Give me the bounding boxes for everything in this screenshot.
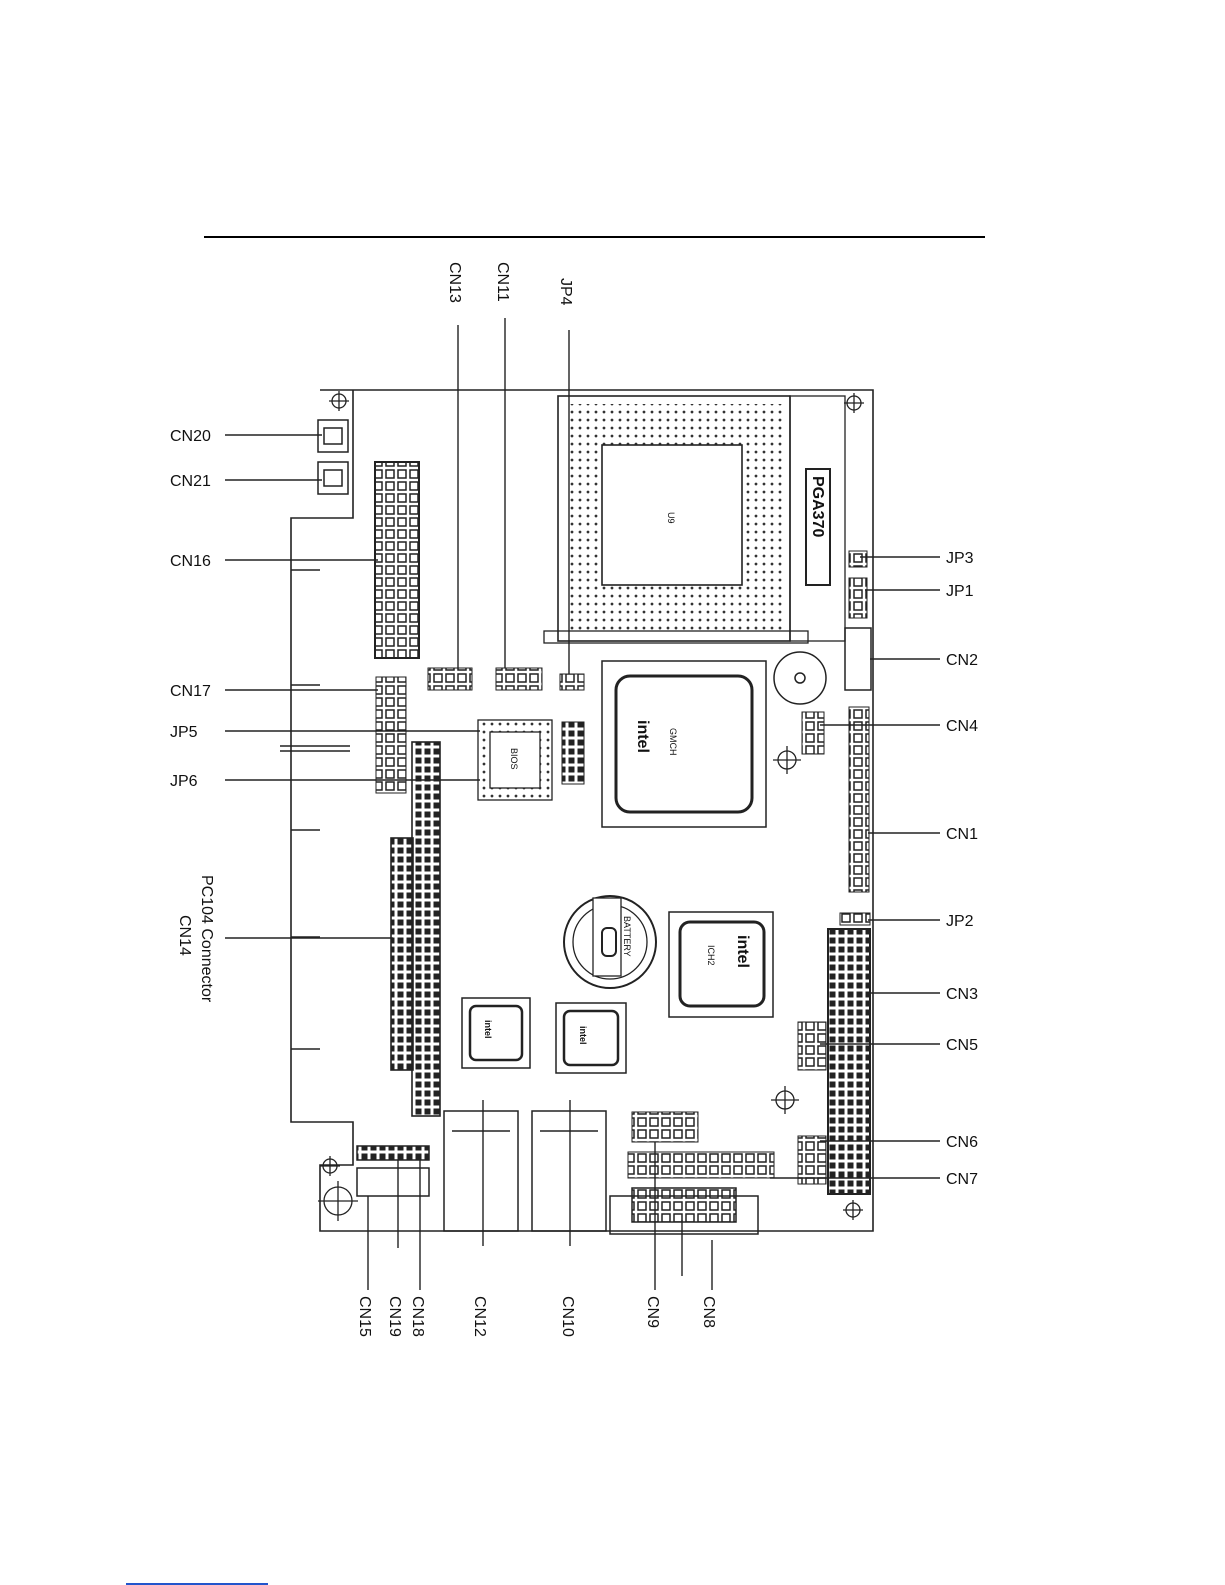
header-cn4 — [802, 712, 824, 754]
pc104-connector — [391, 838, 413, 1070]
label-cn21: CN21 — [170, 473, 211, 490]
intel-logo: intel — [578, 1026, 588, 1045]
header-jp4 — [560, 674, 584, 690]
label-cn17: CN17 — [170, 683, 211, 700]
label-cn5: CN5 — [946, 1037, 978, 1054]
battery-label: BATTERY — [622, 916, 632, 957]
atx-power-connector — [375, 462, 419, 658]
label-jp6: JP6 — [170, 773, 198, 790]
bios-label: BIOS — [509, 748, 519, 770]
label-jp2: JP2 — [946, 913, 974, 930]
label-cn15: CN15 — [356, 1296, 373, 1337]
cpu-core-label: U9 — [666, 512, 676, 524]
intel-logo: intel — [634, 720, 651, 753]
label-cn11: CN11 — [494, 262, 511, 302]
label-jp3: JP3 — [946, 550, 974, 567]
label-cn13: CN13 — [446, 262, 463, 303]
label-cn3: CN3 — [946, 986, 978, 1003]
gmch-label: GMCH — [668, 728, 678, 756]
header-cn6 — [798, 1136, 826, 1184]
header-cn1 — [849, 707, 869, 892]
header-cn7 — [628, 1152, 774, 1178]
label-jp4: JP4 — [557, 278, 574, 306]
label-cn7: CN7 — [946, 1171, 978, 1188]
label-cn16: CN16 — [170, 553, 211, 570]
label-jp5: JP5 — [170, 724, 198, 741]
label-cn6: CN6 — [946, 1134, 978, 1151]
label-cn2: CN2 — [946, 652, 978, 669]
vga-connector — [610, 1188, 758, 1234]
label-cn9: CN9 — [644, 1296, 661, 1328]
buzzer — [774, 652, 826, 704]
label-cn1: CN1 — [946, 826, 978, 843]
lan-chip: intel — [556, 1003, 626, 1073]
gmch-chip: intel GMCH — [602, 661, 766, 827]
rj45-port — [444, 1111, 606, 1231]
cpu-socket-label: PGA370 — [809, 476, 826, 537]
label-cn8: CN8 — [700, 1296, 717, 1328]
label-cn20: CN20 — [170, 428, 211, 445]
header-jp2 — [840, 913, 870, 925]
label-cn19: CN19 — [386, 1296, 403, 1337]
intel-logo: intel — [483, 1020, 493, 1039]
ich2-label: ICH2 — [706, 945, 716, 966]
header-cn13 — [428, 668, 472, 690]
intel-logo: intel — [734, 935, 751, 968]
header-cn5 — [798, 1022, 826, 1070]
battery: BATTERY — [564, 896, 656, 988]
label-cn12: CN12 — [471, 1296, 488, 1337]
label-cn18: CN18 — [409, 1296, 426, 1337]
header-jp3 — [849, 551, 867, 567]
header-cn17 — [376, 677, 406, 793]
header-cn11 — [496, 668, 542, 690]
lan-chip: intel — [462, 998, 530, 1068]
label-cn14: CN14 — [176, 915, 193, 956]
bios-chip: BIOS — [478, 720, 584, 800]
cpu-socket: U9 PGA370 — [544, 396, 845, 643]
label-pc104-connector: PC104 Connector — [198, 875, 215, 1003]
header-jp1 — [849, 578, 867, 618]
ide-connector-cn3 — [828, 929, 870, 1194]
header-cn2 — [845, 628, 871, 690]
label-cn10: CN10 — [559, 1296, 576, 1337]
header-cn9 — [632, 1112, 698, 1142]
label-cn4: CN4 — [946, 718, 978, 735]
usb-connector — [357, 1146, 429, 1196]
ich2-chip: intel ICH2 — [669, 912, 773, 1017]
pc104-connector — [412, 742, 440, 1116]
label-jp1: JP1 — [946, 583, 974, 600]
fan-connector — [318, 420, 348, 494]
